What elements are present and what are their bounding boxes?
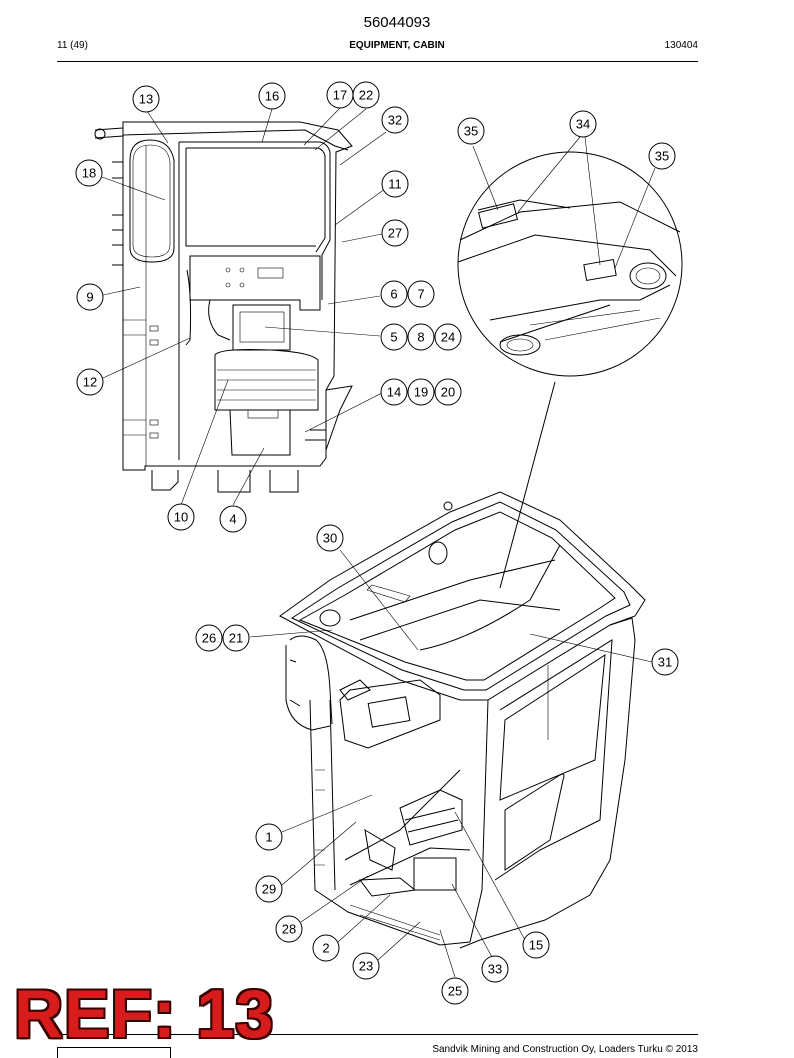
callout-25: 25 <box>441 977 469 1005</box>
callout-29: 29 <box>255 875 283 903</box>
document-number: 56044093 <box>363 14 431 31</box>
callout-32: 32 <box>381 106 409 134</box>
callout-13: 13 <box>132 85 160 113</box>
callout-24: 24 <box>434 323 462 351</box>
svg-text:24: 24 <box>441 330 455 345</box>
svg-text:14: 14 <box>387 385 401 400</box>
callout-4: 4 <box>219 505 247 533</box>
callout-35-left: 35 <box>457 117 485 145</box>
callout-18: 18 <box>75 159 103 187</box>
leader-lines <box>101 107 656 978</box>
cabin-front-view <box>94 121 353 493</box>
callout-2: 2 <box>312 934 340 962</box>
svg-text:34: 34 <box>576 117 590 132</box>
svg-text:32: 32 <box>388 113 402 128</box>
callout-22: 22 <box>352 81 380 109</box>
svg-text:35: 35 <box>464 124 478 139</box>
roof-detail-view <box>457 151 683 589</box>
callout-19: 19 <box>407 378 435 406</box>
callout-6: 6 <box>380 280 408 308</box>
svg-text:9: 9 <box>86 290 93 305</box>
callout-34: 34 <box>569 110 597 138</box>
svg-text:10: 10 <box>174 510 188 525</box>
callout-8: 8 <box>407 323 435 351</box>
callout-5: 5 <box>380 323 408 351</box>
section-title: EQUIPMENT, CABIN <box>349 40 445 51</box>
svg-text:30: 30 <box>323 531 337 546</box>
callout-30: 30 <box>316 524 344 552</box>
callout-10: 10 <box>167 503 195 531</box>
callout-16: 16 <box>258 82 286 110</box>
svg-text:20: 20 <box>441 385 455 400</box>
svg-text:26: 26 <box>202 631 216 646</box>
svg-text:4: 4 <box>229 512 236 527</box>
callout-33: 33 <box>481 955 509 983</box>
callout-17: 17 <box>326 81 354 109</box>
ref-stamp: REF: 13 <box>14 976 275 1052</box>
svg-text:11: 11 <box>388 177 402 192</box>
callout-1: 1 <box>255 823 283 851</box>
svg-text:7: 7 <box>417 287 424 302</box>
svg-text:6: 6 <box>390 287 397 302</box>
svg-text:19: 19 <box>414 385 428 400</box>
callout-15: 15 <box>522 931 550 959</box>
svg-text:2: 2 <box>322 941 329 956</box>
cabin-iso-view <box>279 491 646 949</box>
svg-text:35: 35 <box>655 149 669 164</box>
svg-text:12: 12 <box>83 375 97 390</box>
callout-26: 26 <box>195 624 223 652</box>
callout-28: 28 <box>275 915 303 943</box>
svg-text:13: 13 <box>139 92 153 107</box>
svg-text:28: 28 <box>282 922 296 937</box>
svg-text:22: 22 <box>359 88 373 103</box>
revision-code: 130404 <box>664 40 698 51</box>
svg-text:23: 23 <box>359 959 373 974</box>
svg-text:25: 25 <box>448 984 462 999</box>
svg-text:21: 21 <box>229 631 243 646</box>
callout-9: 9 <box>76 283 104 311</box>
callout-35-right: 35 <box>648 142 676 170</box>
header-divider <box>57 61 698 62</box>
svg-text:1: 1 <box>265 830 272 845</box>
svg-text:5: 5 <box>390 330 397 345</box>
svg-text:16: 16 <box>265 89 279 104</box>
callout-bubbles: 13 16 17 22 32 18 11 27 9 6 7 5 8 24 12 … <box>75 81 679 1005</box>
svg-text:31: 31 <box>658 655 672 670</box>
page-reference: 11 (49) <box>57 40 88 51</box>
svg-text:29: 29 <box>262 882 276 897</box>
svg-text:27: 27 <box>388 226 402 241</box>
callout-31: 31 <box>651 648 679 676</box>
svg-text:33: 33 <box>488 962 502 977</box>
footer-copyright: Sandvik Mining and Construction Oy, Load… <box>432 1044 698 1055</box>
callout-23: 23 <box>352 952 380 980</box>
callout-27: 27 <box>381 219 409 247</box>
callout-14: 14 <box>380 378 408 406</box>
svg-text:8: 8 <box>417 330 424 345</box>
callout-7: 7 <box>407 280 435 308</box>
callout-21: 21 <box>222 624 250 652</box>
callout-20: 20 <box>434 378 462 406</box>
callout-12: 12 <box>76 368 104 396</box>
footer-divider <box>57 1034 698 1035</box>
svg-text:17: 17 <box>333 88 347 103</box>
svg-text:15: 15 <box>529 938 543 953</box>
callout-11: 11 <box>381 170 409 198</box>
svg-text:18: 18 <box>82 166 96 181</box>
